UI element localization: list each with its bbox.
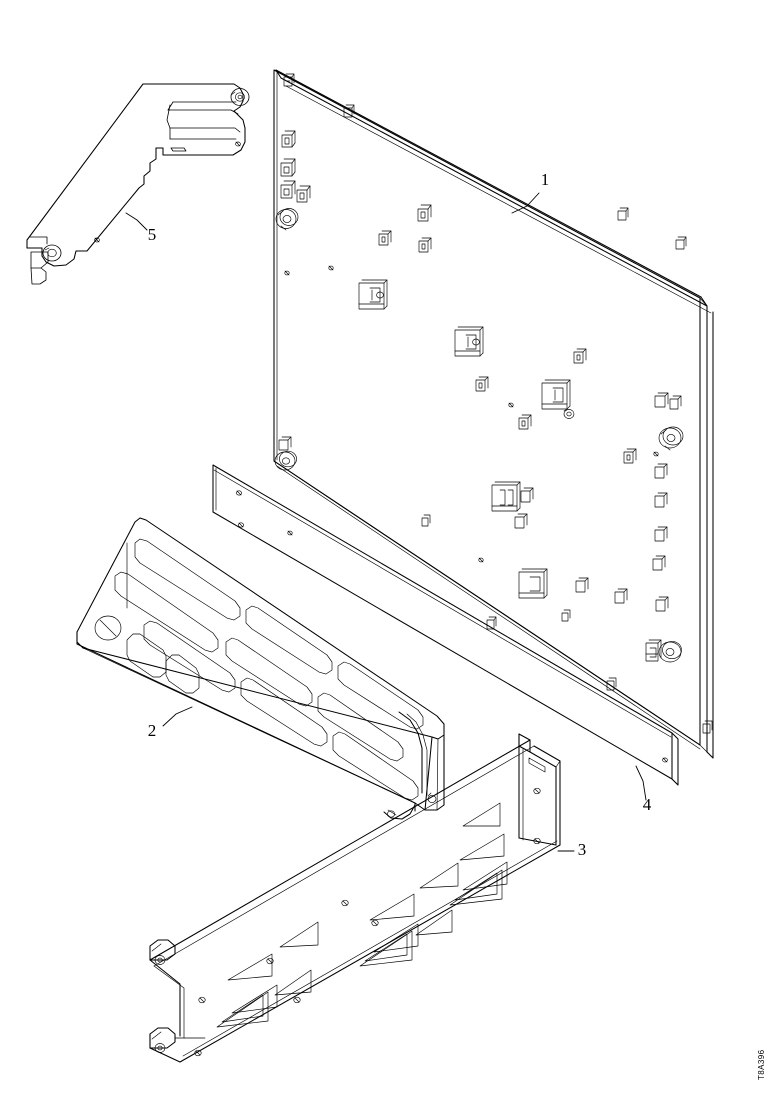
- hitbox-part-5-corner-cover[interactable]: [26, 82, 248, 287]
- triangular-cutouts-left: [216, 921, 319, 1028]
- callout-number-5[interactable]: 5: [148, 225, 157, 244]
- callout-number-3[interactable]: 3: [578, 840, 587, 859]
- round-hole: [658, 426, 684, 451]
- part-2-console-fascia[interactable]: [76, 517, 445, 820]
- rect-cutout: [454, 326, 484, 357]
- flange-fasteners: [283, 73, 687, 250]
- rect-cutout: [541, 379, 575, 419]
- leader-line-5: [125, 212, 148, 231]
- leader-line-1: [511, 192, 540, 214]
- drawing-id-text: T8A396: [757, 1049, 766, 1080]
- triangular-cutouts-middle: [359, 862, 459, 967]
- rect-cutout: [491, 481, 521, 512]
- leader-line-4: [635, 765, 647, 801]
- boss-features-left: [275, 130, 311, 231]
- part-4-strip-bracket[interactable]: [212, 464, 679, 786]
- callout-number-1[interactable]: 1: [541, 170, 550, 189]
- fastener-marks-part5: [94, 141, 241, 243]
- rect-cutout: [518, 568, 548, 599]
- part-3-truss-bracket[interactable]: [149, 733, 561, 1063]
- rect-cutout: [358, 279, 388, 310]
- drawing-id-corner: T8A396: [757, 1049, 766, 1080]
- hitbox-part-4-strip-bracket[interactable]: [212, 463, 680, 788]
- part-1-main-panel[interactable]: [273, 69, 714, 759]
- callout-layer: 1 2 3 4 5: [125, 170, 652, 859]
- callout-number-4[interactable]: 4: [643, 795, 652, 814]
- leader-line-2: [162, 706, 193, 727]
- callout-number-2[interactable]: 2: [148, 721, 157, 740]
- boss-features-field: [274, 204, 713, 734]
- part-5-corner-cover[interactable]: [26, 83, 250, 285]
- triangular-cutouts-right: [449, 802, 508, 906]
